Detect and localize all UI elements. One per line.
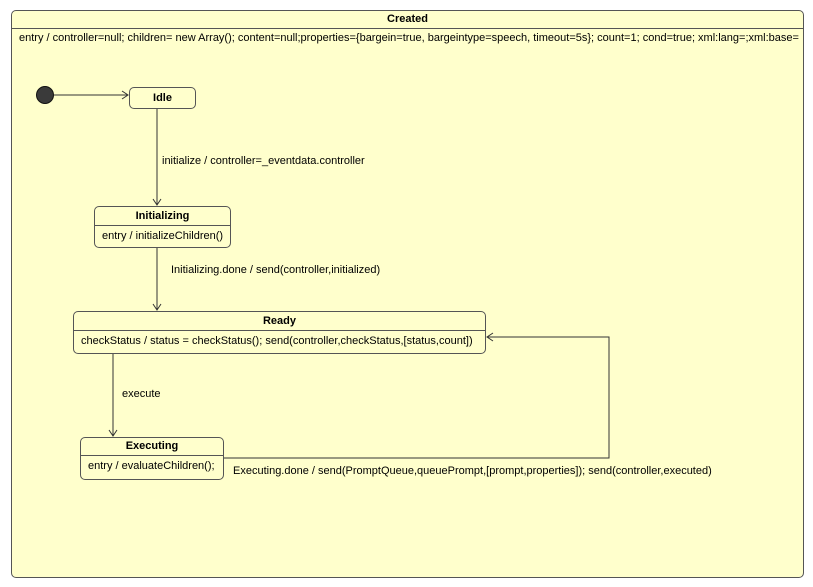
initial-pseudostate	[36, 86, 54, 104]
state-idle-title: Idle	[153, 92, 172, 104]
transition-label-executed: Executing.done / send(PromptQueue,queueP…	[233, 465, 712, 477]
state-executing: Executing entry / evaluateChildren();	[80, 437, 224, 480]
state-ready: Ready checkStatus / status = checkStatus…	[73, 311, 486, 354]
state-created-title: Created	[12, 11, 803, 29]
state-ready-title: Ready	[74, 312, 485, 331]
state-idle: Idle	[129, 87, 196, 109]
transition-label-execute: execute	[122, 388, 161, 400]
arrowhead-initial-idle	[121, 90, 129, 100]
state-executing-entry: entry / evaluateChildren();	[88, 460, 215, 472]
arrowhead-idle-initializing	[152, 198, 162, 206]
state-initializing: Initializing entry / initializeChildren(…	[94, 206, 231, 248]
arrowhead-ready-executing	[108, 429, 118, 437]
arrowhead-executing-ready	[486, 332, 494, 342]
state-executing-title: Executing	[81, 438, 223, 456]
arrowhead-initializing-ready	[152, 303, 162, 311]
state-created-entry: entry / controller=null; children= new A…	[19, 32, 799, 44]
state-initializing-title: Initializing	[95, 207, 230, 226]
edge-executing-ready	[224, 336, 610, 459]
transition-label-initialized: Initializing.done / send(controller,init…	[171, 264, 381, 276]
state-initializing-entry: entry / initializeChildren()	[102, 230, 224, 242]
state-ready-internal: checkStatus / status = checkStatus(); se…	[81, 335, 473, 347]
transition-label-initialize: initialize / controller=_eventdata.contr…	[162, 155, 365, 167]
